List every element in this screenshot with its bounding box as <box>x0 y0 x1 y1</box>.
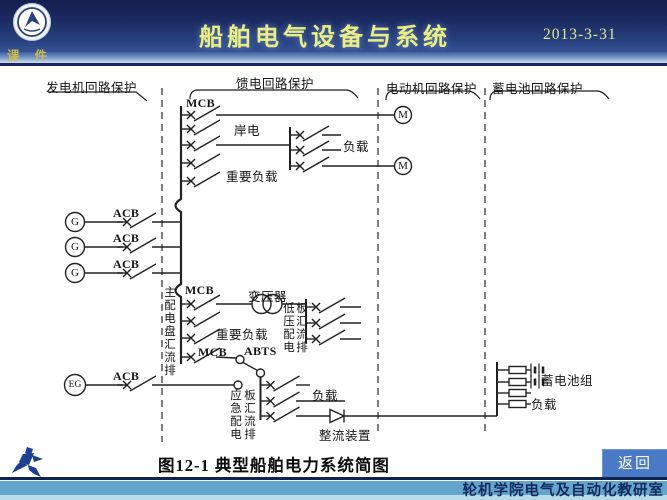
lv-distribution-branches <box>180 293 361 346</box>
main-busbar <box>174 106 183 364</box>
transformer-label: 变压器 <box>248 290 288 304</box>
mcb-main-label: MCB <box>185 283 214 297</box>
footer-dark-line <box>0 477 667 480</box>
abts-switch <box>233 354 266 390</box>
date-label: 2013-3-31 <box>543 26 617 43</box>
emergency-gen-symbol-label: EG <box>69 380 82 390</box>
school-logo-icon <box>12 2 52 47</box>
battery-group-label: 蓄电池组 <box>541 374 594 388</box>
feeder-load-label: 负载 <box>343 140 370 154</box>
shore-power-label: 岸电 <box>234 124 261 138</box>
acb-g1-label: ACB <box>113 206 140 220</box>
header-bar <box>0 0 667 52</box>
footer-white-line <box>0 479 667 481</box>
feeder-branches <box>180 105 394 188</box>
gen3-symbol-label: G <box>71 267 79 279</box>
rectifier-label: 整流装置 <box>319 429 372 443</box>
mcb-emergency-label: MCB <box>198 345 227 359</box>
mcb-top-label: MCB <box>186 96 215 110</box>
header-divider-line <box>0 63 667 66</box>
emergency-board-branches <box>259 375 497 424</box>
lv-board-bus-label-col1: 低压配电 <box>282 302 294 354</box>
courseware-label: 课 件 <box>7 49 54 63</box>
acb-g3-label: ACB <box>113 257 140 271</box>
section-label-generator: 发电机回路保护 <box>46 81 138 95</box>
main-switchboard-bus-label: 主配电盘汇流排 <box>163 286 175 377</box>
header-gradient-band <box>0 52 667 63</box>
motor2-symbol-label: M <box>398 160 408 172</box>
gen1-symbol-label: G <box>71 216 79 228</box>
battery-board-branches <box>496 362 545 416</box>
battery-load-label: 负载 <box>531 398 558 412</box>
motor-symbols <box>393 105 413 176</box>
section-label-battery: 蓄电池回路保护 <box>492 82 584 96</box>
abts-label: ABTS <box>244 344 277 358</box>
section-label-braces <box>48 89 610 102</box>
acb-g2-label: ACB <box>113 231 140 245</box>
main-bus-lower-branches <box>180 311 237 364</box>
main-important-load-label: 重要负载 <box>216 328 269 342</box>
lv-board-bus-label-col2: 板汇流排 <box>295 302 307 354</box>
generator-branches <box>63 211 234 397</box>
emergency-board-bus-label-col1: 应急配电 <box>229 389 241 441</box>
acb-eg-label: ACB <box>113 369 140 383</box>
gen2-symbol-label: G <box>71 241 79 253</box>
section-label-motor: 电动机回路保护 <box>386 82 478 96</box>
footer-blue-band <box>0 481 667 495</box>
return-button[interactable]: 返回 <box>602 449 667 479</box>
running-figure-logo <box>10 446 48 485</box>
footer-light-band <box>0 495 667 500</box>
feeder-important-load-label: 重要负载 <box>226 170 279 184</box>
section-label-feeder: 馈电回路保护 <box>236 77 315 91</box>
figure-caption: 图12-1 典型船舶电力系统简图 <box>158 456 390 475</box>
department-label: 轮机学院电气及自动化教研室 <box>462 483 664 499</box>
motor1-symbol-label: M <box>398 109 408 121</box>
page-title: 船舶电气设备与系统 <box>199 25 451 51</box>
section-divider-lines <box>161 88 486 442</box>
emergency-load-label: 负载 <box>312 389 339 403</box>
emergency-board-bus-label-col2: 板汇流排 <box>243 389 255 441</box>
